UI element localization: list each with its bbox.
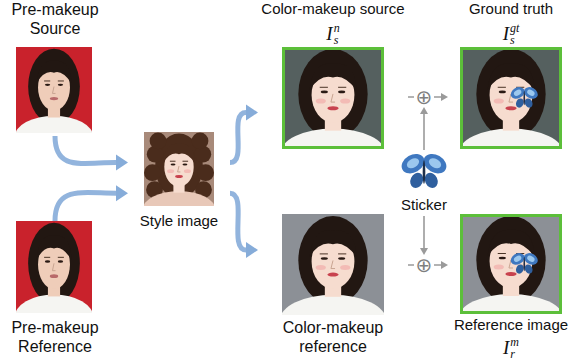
connector-line	[408, 96, 414, 98]
math-variable: I	[326, 23, 332, 45]
arrow-head	[441, 93, 448, 101]
sum-node: ⊕	[414, 255, 434, 275]
math-scripts: gts	[510, 22, 519, 46]
style-transfer-arrow	[230, 193, 258, 258]
connector-line	[55, 136, 116, 163]
style-transfer-arrow	[230, 105, 258, 163]
connector-line	[434, 96, 441, 98]
image-panel: Color-makeup reference	[258, 214, 408, 358]
arrow-head	[420, 107, 428, 114]
connector-line	[230, 193, 246, 250]
style-photo	[144, 132, 214, 206]
caption: Color-makeup source	[258, 0, 408, 18]
face-photo	[460, 47, 562, 149]
arrow-head	[420, 248, 428, 255]
image-panel: Ground truthIgts	[448, 0, 574, 150]
caption: Color-makeup reference	[273, 318, 393, 356]
caption: Pre-makeup Source	[5, 0, 105, 38]
math-subscript: r	[510, 348, 519, 360]
image-panel: Style image	[128, 132, 230, 234]
sticker-merge-connector	[434, 261, 448, 269]
arrow-head	[441, 261, 448, 269]
caption: Ground truth	[448, 0, 574, 18]
math-variable: I	[503, 337, 509, 359]
math-subscript: s	[510, 34, 519, 46]
image-panel: Pre-makeup Source	[0, 0, 110, 136]
arrow-head	[116, 155, 128, 171]
caption: Reference image	[448, 316, 574, 334]
math-subscript: s	[334, 34, 340, 46]
caption: Pre-makeup Reference	[5, 318, 105, 356]
connector-line	[55, 193, 116, 221]
face-photo	[16, 47, 92, 133]
sum-symbol: ⊕	[414, 255, 434, 275]
image-panel: Color-makeup sourceIns	[258, 0, 408, 150]
style-transfer-arrow	[55, 136, 128, 171]
butterfly-sticker	[394, 150, 454, 194]
connector-line	[423, 216, 425, 248]
math-variable: I	[503, 23, 509, 45]
arrow-head	[246, 242, 258, 258]
sticker-merge-connector	[420, 216, 428, 255]
image-panel: Reference imageImr	[448, 212, 574, 358]
sticker-merge-connector	[434, 93, 448, 101]
sticker-merge-connector	[408, 264, 414, 265]
connector-line	[434, 264, 441, 266]
connector-line	[230, 113, 246, 163]
sticker-merge-connector	[420, 107, 428, 150]
math-symbol: Igts	[448, 22, 574, 46]
caption: Style image	[128, 212, 230, 230]
math-symbol: Imr	[448, 336, 574, 360]
arrow-head	[246, 105, 258, 121]
arrow-head	[116, 185, 128, 201]
math-superscript: m	[510, 336, 519, 348]
face-photo	[16, 221, 92, 313]
math-superscript: n	[334, 22, 340, 34]
math-superscript: gt	[510, 22, 519, 34]
image-panel: Pre-makeup Reference	[0, 221, 110, 357]
face-photo	[460, 214, 562, 314]
math-symbol: Ins	[258, 22, 408, 46]
sum-node: ⊕	[414, 87, 434, 107]
face-photo	[282, 214, 384, 315]
sum-symbol: ⊕	[414, 87, 434, 107]
math-scripts: ns	[334, 22, 340, 46]
math-scripts: mr	[510, 336, 519, 360]
sticker-merge-connector	[408, 97, 414, 98]
caption: Sticker	[394, 196, 454, 214]
face-photo	[282, 47, 384, 149]
connector-line	[423, 114, 425, 150]
sticker-panel: Sticker	[394, 150, 454, 216]
style-transfer-arrow	[55, 185, 128, 221]
connector-line	[408, 264, 414, 266]
